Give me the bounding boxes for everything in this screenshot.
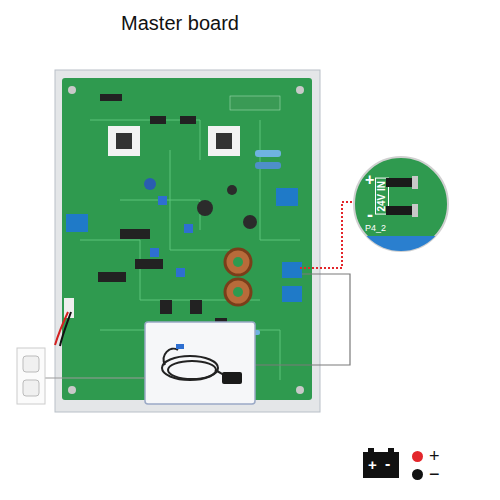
connector-label: 24V IN bbox=[375, 178, 389, 215]
outlet-socket bbox=[23, 356, 39, 372]
terminal-block bbox=[276, 188, 298, 206]
trace bbox=[90, 120, 200, 160]
toroid-hole bbox=[233, 287, 243, 297]
trace bbox=[260, 120, 300, 240]
screw bbox=[296, 386, 304, 394]
terminal-block bbox=[66, 214, 88, 232]
transformer-core bbox=[216, 133, 232, 149]
zoom-pin bbox=[386, 178, 416, 187]
screw bbox=[68, 386, 76, 394]
transformer-core bbox=[116, 133, 132, 149]
adapter-plug bbox=[176, 344, 184, 349]
legend-text: + bbox=[429, 447, 440, 465]
resistor bbox=[255, 150, 281, 157]
zoom-pin-tip bbox=[412, 176, 418, 189]
diagram-title: Master board bbox=[0, 12, 360, 35]
screw bbox=[68, 86, 76, 94]
transformer bbox=[108, 126, 140, 156]
zoom-contents bbox=[360, 176, 450, 256]
battery-icon: +- bbox=[363, 452, 399, 478]
power-connector bbox=[282, 262, 302, 278]
ic-chip bbox=[120, 229, 150, 239]
toroid-hole bbox=[233, 257, 243, 267]
outlet-socket bbox=[23, 380, 39, 396]
adapter-box bbox=[145, 322, 255, 404]
zoom-connector bbox=[360, 236, 450, 256]
battery-sign: + bbox=[368, 457, 377, 472]
adapter-brick bbox=[222, 372, 242, 384]
capacitor bbox=[227, 185, 237, 195]
cable bbox=[164, 349, 178, 365]
trimmer-pot bbox=[158, 196, 167, 205]
header-pins bbox=[180, 116, 196, 124]
legend-item: − bbox=[412, 465, 440, 483]
silkscreen-table bbox=[230, 96, 280, 110]
power-wire bbox=[255, 274, 350, 365]
trimmer-pot bbox=[176, 268, 185, 277]
header-pins bbox=[150, 116, 166, 124]
legend-item: + bbox=[412, 447, 440, 465]
terminal-block bbox=[282, 286, 302, 302]
legend-swatch bbox=[412, 469, 423, 480]
trimmer-pot bbox=[184, 224, 193, 233]
black-wire bbox=[60, 312, 71, 346]
board-frame bbox=[55, 70, 320, 412]
zoom-leader bbox=[300, 202, 352, 268]
transformer bbox=[208, 126, 240, 156]
header-pins bbox=[100, 94, 122, 101]
battery-sign: - bbox=[385, 456, 390, 472]
legend-text: − bbox=[429, 465, 440, 483]
pin-sign: - bbox=[367, 206, 373, 224]
ic-chip bbox=[135, 259, 163, 269]
capacitor bbox=[197, 200, 213, 216]
toroid-coil bbox=[225, 279, 251, 305]
trimmer-pot bbox=[150, 248, 159, 257]
legend-swatch bbox=[412, 451, 423, 462]
zoom-callout: +24V IN-P4_2 bbox=[353, 156, 449, 252]
cable-coil bbox=[162, 356, 218, 380]
ic-chip bbox=[98, 272, 126, 282]
transistor bbox=[160, 300, 172, 314]
pin-sign: + bbox=[365, 172, 374, 188]
capacitor bbox=[243, 215, 257, 229]
screw bbox=[296, 86, 304, 94]
connector-name: P4_2 bbox=[365, 224, 386, 233]
zoom-pin-tip bbox=[412, 204, 418, 217]
cable-coil bbox=[168, 361, 216, 379]
zoom-pin bbox=[386, 206, 416, 215]
outlet-wire bbox=[45, 377, 145, 378]
transistor bbox=[190, 300, 202, 314]
resistor bbox=[255, 162, 281, 169]
toroid-coil bbox=[225, 249, 251, 275]
capacitor bbox=[144, 178, 156, 190]
wall-outlet bbox=[17, 348, 45, 404]
